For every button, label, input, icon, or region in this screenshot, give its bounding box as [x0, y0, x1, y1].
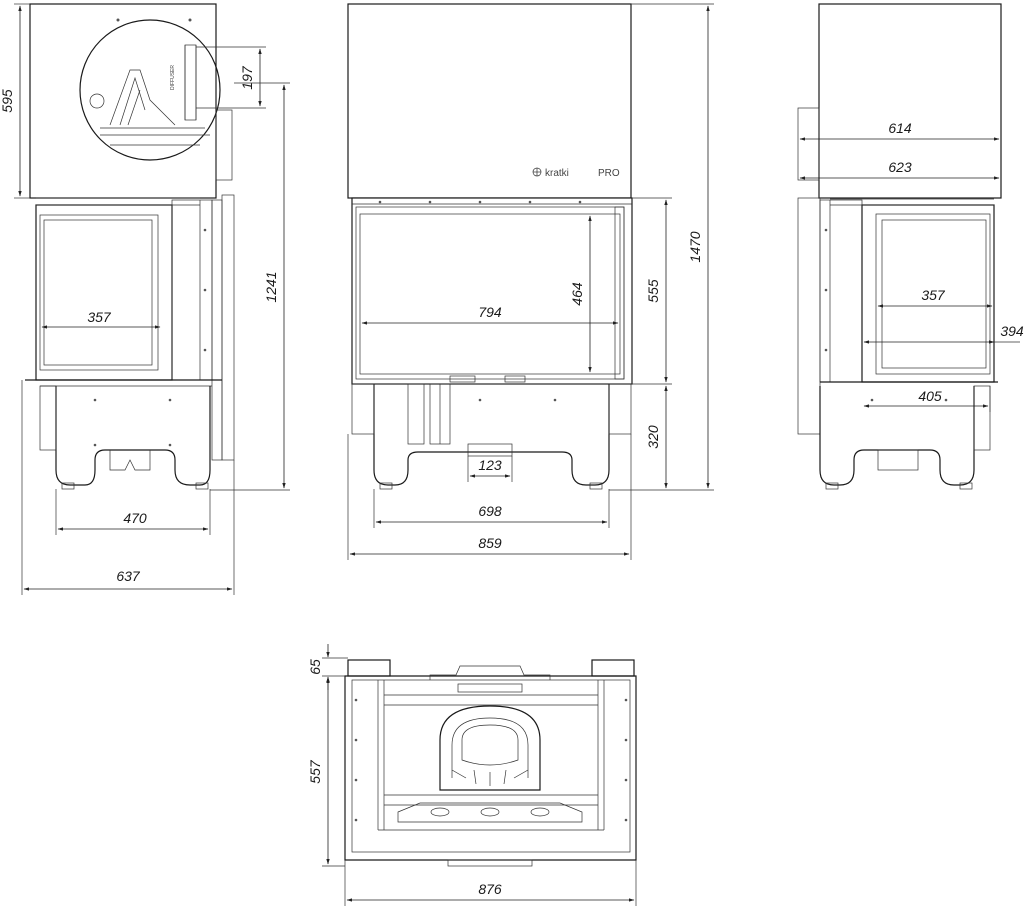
dim-front-total-height: 1470: [687, 231, 703, 262]
dim-top-depth: 557: [307, 759, 323, 784]
dim-left-overall-width: 637: [116, 568, 141, 584]
dim-left-detail-height: 197: [239, 65, 255, 90]
dim-left-total-height: 1241: [263, 271, 279, 302]
top-view: 65 557 876: [307, 644, 637, 906]
dim-front-door-height: 555: [645, 279, 661, 303]
dim-front-overall-width: 859: [478, 535, 502, 551]
front-top-casing: [347, 3, 632, 199]
flue-outlet: [439, 705, 541, 791]
dim-right-glass-width: 357: [921, 287, 946, 303]
dim-front-glass-height: 464: [569, 282, 585, 306]
dim-right-top-outer-width: 623: [888, 159, 912, 175]
brand-logo: kratki PRO: [532, 167, 620, 179]
dim-front-base-width: 698: [478, 503, 502, 519]
brand-logo-suffix: PRO: [598, 168, 620, 179]
dim-right-top-inner-width: 614: [888, 120, 912, 136]
brand-logo-text: kratki: [545, 168, 569, 179]
dim-front-outlet-width: 123: [478, 457, 502, 473]
front-view: kratki PRO 794 464: [347, 3, 714, 560]
dim-left-base-width: 470: [123, 510, 147, 526]
dim-right-base-width: 405: [918, 388, 942, 404]
detail-circle: DIFFUSER: [79, 18, 221, 161]
left-top-casing: [29, 3, 217, 199]
dim-left-top-height: 595: [0, 89, 15, 113]
left-door: [35, 204, 173, 381]
svg-text:DIFFUSER: DIFFUSER: [170, 65, 176, 90]
dim-front-glass-width: 794: [478, 304, 502, 320]
side-view-right: 614 623 357 394 405: [797, 3, 1024, 490]
side-view-left: DIFFUSER 595: [0, 3, 290, 595]
dim-top-overall-width: 876: [478, 881, 502, 897]
dim-front-base-height: 320: [645, 425, 661, 449]
dim-top-rim-height: 65: [307, 659, 323, 675]
dim-left-glass-width: 357: [87, 309, 112, 325]
dim-right-side-depth: 394: [1000, 323, 1024, 339]
right-top-casing: [818, 3, 1002, 199]
front-door: [351, 197, 633, 385]
